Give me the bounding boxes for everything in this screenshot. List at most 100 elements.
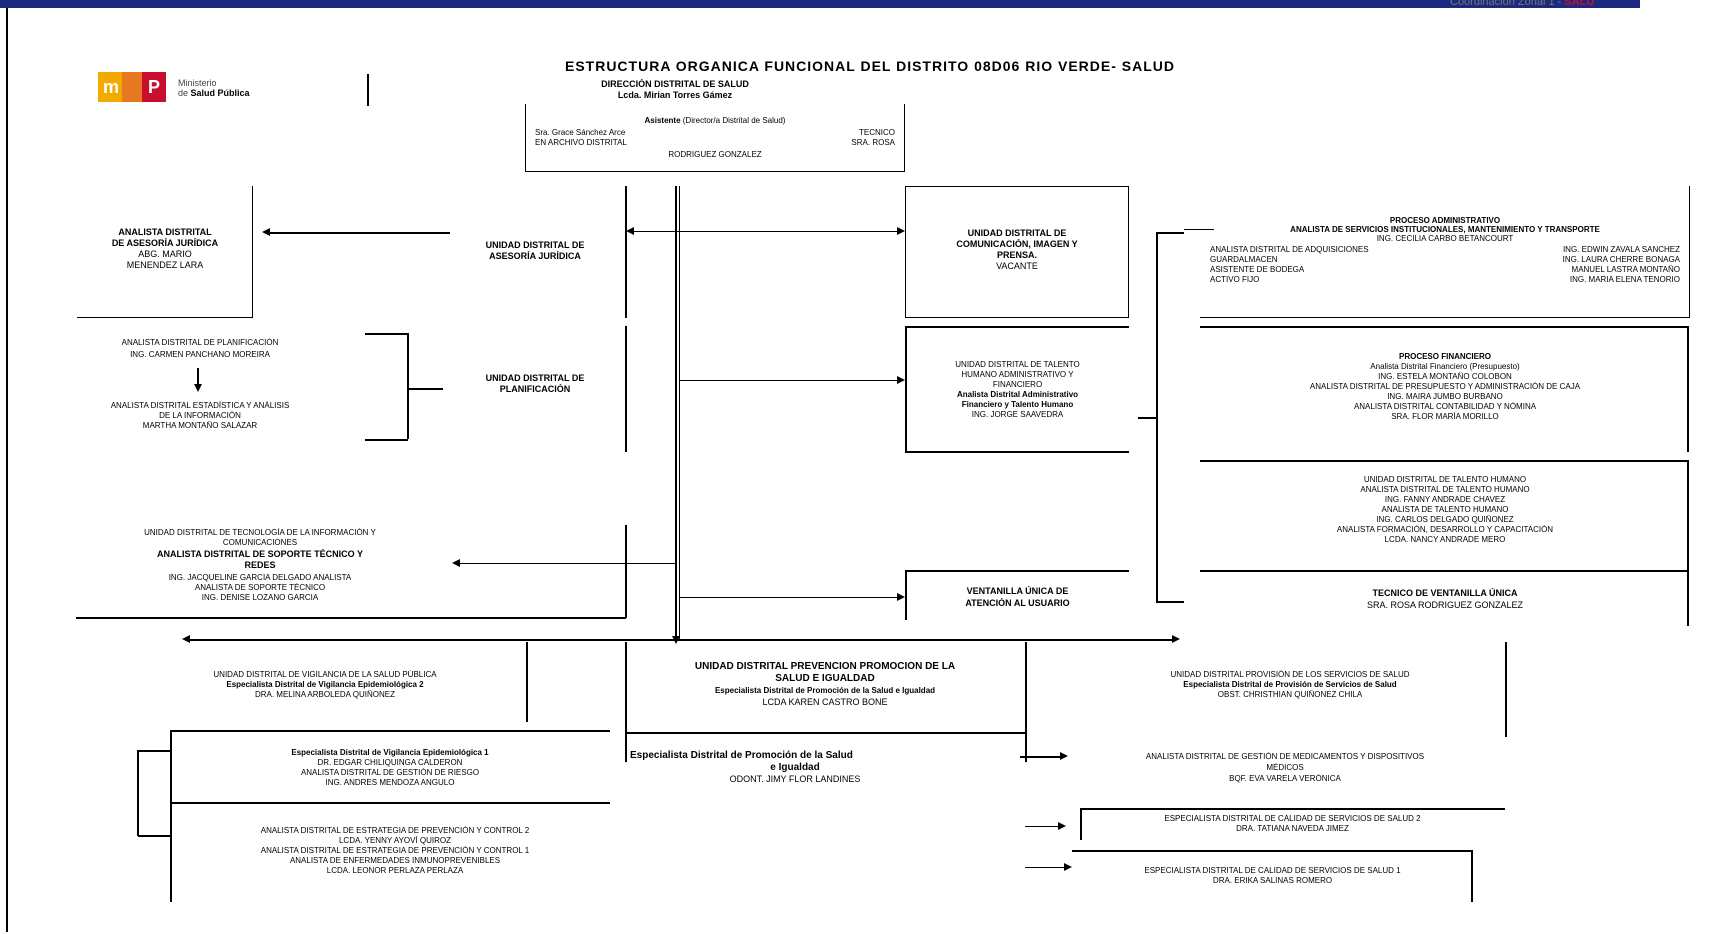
analista-juridica-line3: ABG. MARIO <box>138 249 192 259</box>
proceso-admin-left3: ANALISTA DISTRITAL DE ADQUISICIONES <box>1210 245 1369 254</box>
comunicacion-box <box>905 186 1129 318</box>
tics-line5: ING. JACQUELINE GARCIA DELGADO ANALISTA <box>168 573 352 582</box>
proceso-financiero-title: PROCESO FINANCIERO <box>1398 352 1491 361</box>
asistente-right1: TECNICO <box>859 128 895 137</box>
proceso-financiero-line5: ANALISTA DISTRITAL CONTABILIDAD Y NÓMINA <box>1353 402 1537 411</box>
central-trunk <box>675 186 677 640</box>
talento-humano-line6: ANALISTA FORMACIÓN, DESARROLLO Y CAPACIT… <box>1336 525 1554 534</box>
medicamentos-arrow <box>1060 752 1068 760</box>
prevencion-border-right <box>1025 642 1027 762</box>
proceso-financiero-line4: ING. MAIRA JUMBO BURBANO <box>1387 392 1503 401</box>
estrategia-line5: LCDA. LEONOR PERLAZA PERLAZA <box>326 866 464 875</box>
brace-top-arm <box>1156 232 1184 234</box>
tics-line4: REDES <box>244 560 276 570</box>
epi-line2: DR. EDGAR CHILIQUINGA CALDERON <box>317 758 463 767</box>
brace-tip <box>1138 417 1158 419</box>
calidad1-border-right <box>1471 850 1473 902</box>
distribution-arrow-left <box>182 635 190 643</box>
vigilancia-line1: UNIDAD DISTRITAL DE VIGILANCIA DE LA SAL… <box>213 670 437 679</box>
tecnico-ventanilla-border-right <box>1687 570 1689 626</box>
logo-p: P <box>142 72 166 102</box>
medicamentos-connector <box>1020 756 1062 758</box>
comunicacion-line3: PRENSA. <box>996 250 1037 260</box>
proceso-admin-right3: ING. EDWIN ZAVALA SANCHEZ <box>1562 245 1680 254</box>
talento-humano-line1: UNIDAD DISTRITAL DE TALENTO HUMANO <box>1363 475 1527 484</box>
provision-line3: OBST. CHRISTHIAN QUIÑONEZ CHILA <box>1217 690 1363 699</box>
promocion-line3: ODONT. JIMY FLOR LANDINES <box>729 774 861 784</box>
epi-line1: Especialista Distrital de Vigilancia Epi… <box>291 748 489 757</box>
proceso-admin-right4: ING. LAURA CHERRE BONAGA <box>1562 255 1680 264</box>
talento-humano-border-right <box>1687 460 1689 570</box>
talento-admin-line1: UNIDAD DISTRITAL DE TALENTO <box>955 360 1080 369</box>
talento-admin-line6: ING. JORGE SAAVEDRA <box>971 410 1064 419</box>
promocion-border-top <box>625 732 1025 734</box>
prevencion-line3: Especialista Distrital de Promoción de l… <box>714 686 936 695</box>
comunicacion-arrow-left <box>626 227 634 235</box>
juridica-unit-border <box>625 186 627 318</box>
talento-humano-line4: ANALISTA DE TALENTO HUMANO <box>1381 505 1509 514</box>
planificacion-line4: DE LA INFORMACIÓN <box>159 411 241 420</box>
talento-humano-line2: ANALISTA DISTRITAL DE TALENTO HUMANO <box>1360 485 1530 494</box>
region-label-highlight: SALU <box>1564 0 1595 8</box>
ventanilla-border-left <box>905 570 907 620</box>
direccion-line1: DIRECCIÓN DISTRITAL DE SALUD <box>601 79 749 89</box>
talento-admin-border-left <box>905 326 907 452</box>
central-trunk-shadow <box>679 186 680 640</box>
proceso-admin-left6: ACTIVO FIJO <box>1210 275 1260 284</box>
proceso-admin-left4: GUARDALMACEN <box>1210 255 1278 264</box>
tics-line7: ING. DENISE LOZANO GARCIA <box>201 593 319 602</box>
provision-line1: UNIDAD DISTRITAL PROVISIÓN DE LOS SERVIC… <box>1170 670 1410 679</box>
medicamentos-line1: ANALISTA DISTRITAL DE GESTIÓN DE MEDICAM… <box>1145 752 1425 761</box>
talento-admin-arrow <box>897 376 905 384</box>
estrategia-line4: ANALISTA DE ENFERMEDADES INMUNOPREVENIBL… <box>289 856 501 865</box>
page-border <box>6 8 1728 932</box>
unidad-planificacion-line1: UNIDAD DISTRITAL DE <box>485 373 585 383</box>
ventanilla-line1: VENTANILLA ÚNICA DE <box>966 586 1069 596</box>
tics-line3: ANALISTA DISTRITAL DE SOPORTE TÉCNICO Y <box>156 549 363 559</box>
epi-border-top <box>170 730 610 732</box>
medicamentos-line3: BQF. EVA VARELA VERÓNICA <box>1229 774 1341 783</box>
plan-bracket-vertical <box>407 333 409 439</box>
region-label-prefix: Coordinación Zonal 1 - <box>1450 0 1565 8</box>
tecnico-ventanilla-line1: TECNICO DE VENTANILLA ÚNICA <box>1372 588 1518 598</box>
talento-admin-border-top <box>905 326 1129 328</box>
calidad2-line2: DRA. TATIANA NAVEDA JIMEZ <box>1236 824 1349 833</box>
prevencion-border-left <box>625 642 627 762</box>
talento-admin-line5: Financiero y Talento Humano <box>961 400 1074 409</box>
proceso-admin-right5: MANUEL LASTRA MONTAÑO <box>1571 265 1680 274</box>
calidad2-arrow <box>1058 822 1066 830</box>
planificacion-down-arrow <box>194 384 202 392</box>
plan-bracket-bottom <box>365 439 408 441</box>
bottom-distribution-line <box>190 639 1175 641</box>
calidad2-border-top <box>1080 808 1505 810</box>
talento-admin-line2: HUMANO ADMINISTRATIVO Y <box>961 370 1074 379</box>
ventanilla-line2: ATENCIÓN AL USUARIO <box>965 598 1070 608</box>
comunicacion-line4: VACANTE <box>996 261 1038 271</box>
distribution-arrow-down <box>672 636 680 644</box>
promocion-line1: Especialista Distrital de Promoción de l… <box>630 750 853 761</box>
comunicacion-line1: UNIDAD DISTRITAL DE <box>967 228 1067 238</box>
asistente-left2: EN ARCHIVO DISTRITAL <box>535 138 627 147</box>
proceso-financiero-line3: ANALISTA DISTRITAL DE PRESUPUESTO Y ADMI… <box>1309 382 1581 391</box>
calidad2-line1: ESPECIALISTA DISTRITAL DE CALIDAD DE SER… <box>1164 814 1421 823</box>
epi-border-left <box>170 730 172 902</box>
juridica-arrow-line <box>270 232 450 234</box>
talento-humano-line7: LCDA. NANCY ANDRADE MERO <box>1384 535 1506 544</box>
juridica-arrow-head <box>262 228 270 236</box>
proceso-admin-line1: ANALISTA DE SERVICIOS INSTITUCIONALES, M… <box>1290 225 1600 234</box>
talento-admin-line4: Analista Distrital Administrativo <box>956 390 1079 399</box>
logo-line2-bold: Salud Pública <box>190 88 250 98</box>
asistente-box <box>525 104 905 172</box>
ventanilla-arrow <box>897 593 905 601</box>
top-banner <box>0 0 1640 8</box>
calidad1-arrow <box>1064 863 1072 871</box>
comunicacion-connector <box>630 231 900 232</box>
talento-humano-line5: ING. CARLOS DELGADO QUIÑONEZ <box>1376 515 1514 524</box>
talento-admin-border-bottom <box>905 451 1129 453</box>
plan-bracket-tip <box>407 388 443 390</box>
left-bracket-bottom <box>138 835 170 837</box>
talento-humano-border-top <box>1200 460 1687 462</box>
proceso-financiero-line2: ING. ESTELA MONTAÑO COLOBON <box>1378 372 1512 381</box>
tics-right-border <box>625 525 627 618</box>
msp-logo: m P Ministerio de Salud Pública <box>98 72 348 112</box>
